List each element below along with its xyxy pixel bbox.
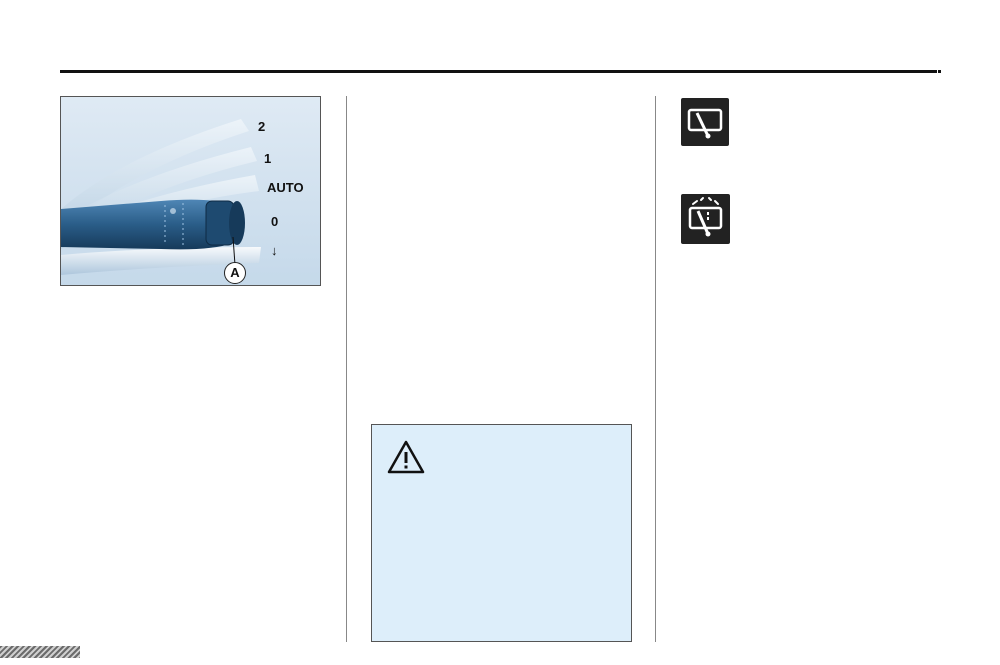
stalk-ghost-position-down bbox=[61, 247, 261, 275]
page-corner-marker bbox=[0, 646, 80, 658]
callout-leader-line bbox=[232, 236, 236, 266]
stalk-ghost-position-2 bbox=[61, 119, 249, 231]
position-label-1: 1 bbox=[264, 151, 272, 166]
stalk-ghost-position-auto bbox=[61, 175, 259, 249]
header-rule-end bbox=[938, 70, 941, 73]
position-label-2: 2 bbox=[258, 119, 266, 134]
warning-triangle-icon bbox=[386, 439, 426, 480]
column-divider-right bbox=[655, 96, 656, 642]
warning-box bbox=[371, 424, 632, 642]
stalk-main bbox=[61, 199, 233, 250]
windscreen-wash-icon bbox=[681, 194, 730, 244]
header-rule bbox=[60, 70, 937, 73]
wiper-stalk-figure: 2 1 AUTO 0 ↓ A bbox=[60, 96, 321, 286]
stalk-ghost-position-1 bbox=[61, 147, 257, 241]
wiper-single-sweep-icon bbox=[681, 98, 729, 146]
stalk-tip bbox=[229, 201, 245, 245]
column-divider-left bbox=[346, 96, 347, 642]
position-label-auto: AUTO bbox=[267, 180, 304, 195]
position-label-0: 0 bbox=[271, 214, 279, 229]
callout-a-label: A bbox=[224, 262, 246, 284]
wiper-stalk-illustration bbox=[61, 119, 261, 275]
position-label-down: ↓ bbox=[271, 243, 278, 258]
